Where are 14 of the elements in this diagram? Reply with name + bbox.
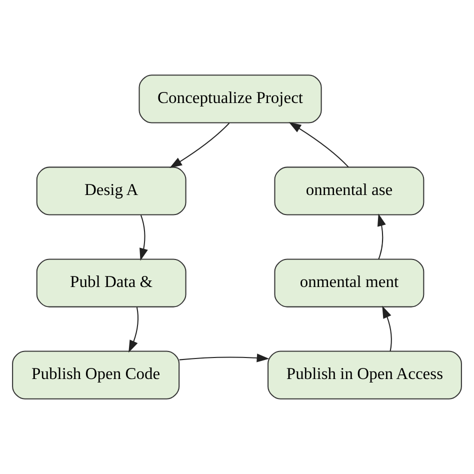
arrow <box>288 122 349 168</box>
node-box: onmental ment <box>274 258 424 308</box>
arrow <box>179 354 270 362</box>
node-box: Desig A <box>36 166 186 216</box>
node-box: Publish in Open Access <box>268 350 462 400</box>
arrow <box>382 306 392 352</box>
arrow <box>377 214 386 260</box>
node-box: Conceptualize Project <box>138 74 322 124</box>
node-box: Publ Data & <box>36 258 186 308</box>
arrow <box>140 215 148 261</box>
arrow <box>128 307 138 353</box>
arrow <box>170 122 230 168</box>
node-box: onmental ase <box>274 166 424 216</box>
node-box: Publish Open Code <box>12 350 180 400</box>
